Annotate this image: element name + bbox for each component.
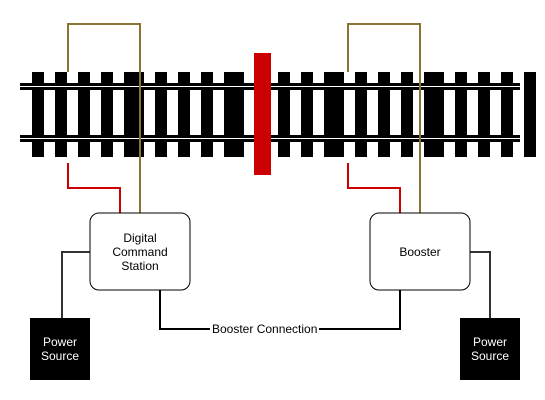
dcs-rail-wire-upper	[67, 23, 141, 213]
dcs-rail-wire-lower	[67, 163, 121, 213]
dcs-label: Digital Command Station	[112, 230, 168, 273]
dcs-box	[89, 212, 191, 291]
booster-label: Booster	[399, 244, 441, 259]
dcs-power-wire	[61, 251, 90, 318]
power-source-right-label: Power Source	[470, 335, 510, 363]
booster-rail-wire-upper	[347, 23, 421, 213]
power-source-left-box	[30, 318, 90, 380]
booster-connection-label: Booster Connection	[210, 322, 320, 336]
insulated-gap-marker	[254, 53, 271, 175]
booster-rail-wire-lower	[347, 163, 401, 213]
power-source-left-label: Power Source	[40, 335, 80, 363]
booster-box	[369, 212, 471, 291]
booster-power-wire	[470, 251, 491, 318]
tie	[524, 72, 536, 157]
power-source-right-box	[460, 318, 520, 380]
track	[20, 72, 536, 157]
